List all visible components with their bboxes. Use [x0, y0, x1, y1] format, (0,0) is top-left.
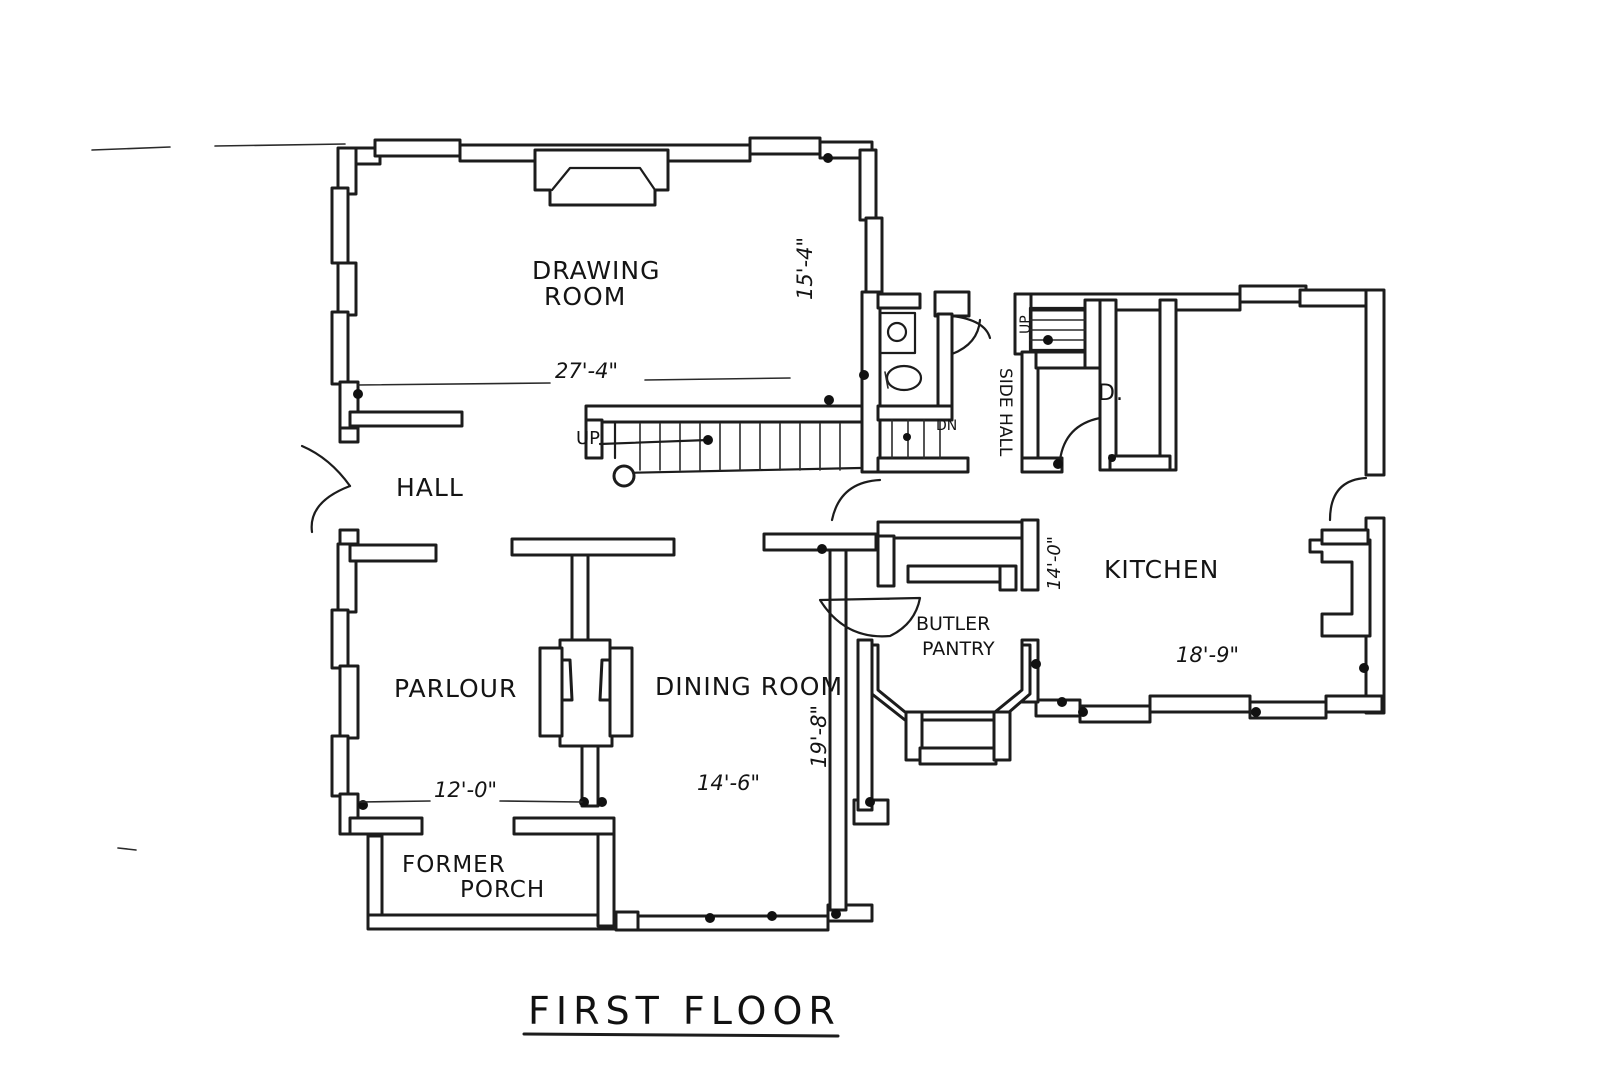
room-labels: DRAWING ROOM HALL PARLOUR DINING ROOM KI…	[394, 256, 1219, 903]
drawing-room-label-1: DRAWING	[532, 256, 661, 285]
side-hall-label: SIDE HALL	[995, 368, 1015, 457]
column-dots	[353, 153, 1369, 923]
dining-room-width: 14'-6"	[697, 771, 760, 795]
front-door	[300, 444, 352, 534]
former-porch-label-2: PORCH	[460, 877, 545, 903]
kitchen-width: 18'-9"	[1176, 643, 1239, 667]
parlour-label: PARLOUR	[394, 674, 517, 703]
hall-label: HALL	[396, 473, 464, 502]
drawing-room-depth: 15'-4"	[793, 237, 817, 300]
butler-pantry-label-1: BUTLER	[916, 613, 990, 635]
parlour-width: 12'-0"	[434, 778, 497, 802]
drawing-room-width: 27'-4"	[555, 359, 618, 383]
kitchen-wing	[818, 284, 1386, 766]
plan-title: FIRST FLOOR	[528, 989, 841, 1033]
side-stair-down-label: DN	[936, 418, 957, 434]
main-stair-up-label: UP	[576, 428, 600, 449]
kitchen-label: KITCHEN	[1104, 555, 1219, 584]
main-staircase	[598, 423, 841, 471]
margin-marks	[91, 143, 346, 851]
side-stair-up-label: UP	[1018, 315, 1034, 334]
interior-walls	[348, 148, 878, 836]
washroom-block	[860, 290, 992, 474]
title-underline	[522, 1032, 840, 1038]
former-porch-label-1: FORMER	[402, 852, 506, 878]
butler-pantry-label-2: PANTRY	[922, 638, 995, 660]
dimension-lines	[357, 377, 791, 803]
stair-labels: UP UP DN	[576, 315, 1034, 449]
dimension-labels: 27'-4" 15'-4" 12'-0" 14'-6" 19'-8" 18'-9…	[434, 237, 1239, 802]
main-house-walls	[330, 136, 890, 932]
kitchen-depth: 14'-0"	[1044, 536, 1065, 590]
dining-room-label: DINING ROOM	[655, 672, 843, 701]
drawing-room-label-2: ROOM	[544, 282, 626, 311]
dining-room-depth: 19'-8"	[807, 705, 831, 768]
pantry-d-label: D.	[1098, 381, 1124, 406]
